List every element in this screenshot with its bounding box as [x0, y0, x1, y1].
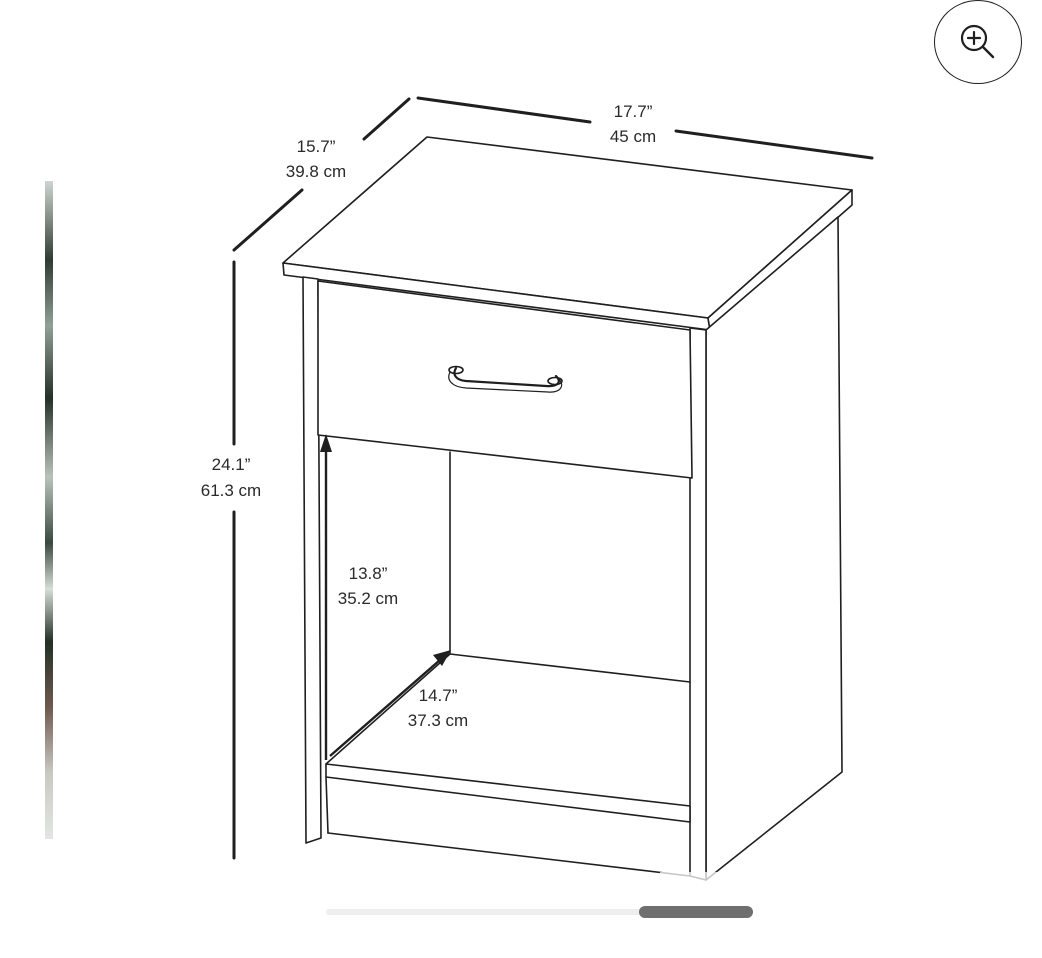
opening-depth-dimension-label: 14.7” 37.3 cm: [408, 686, 468, 730]
opening-height-imperial: 13.8”: [349, 564, 388, 583]
height-imperial: 24.1”: [212, 455, 251, 474]
nightstand-drawing: [282, 136, 853, 881]
width-metric: 45 cm: [610, 127, 656, 146]
opening-depth-metric: 37.3 cm: [408, 711, 468, 730]
opening-height-metric: 35.2 cm: [338, 589, 398, 608]
zoom-in-button[interactable]: [934, 0, 1022, 84]
opening-height-dimension-label: 13.8” 35.2 cm: [338, 564, 398, 608]
gallery-scroll-track[interactable]: [326, 909, 753, 915]
depth-dimension-label: 15.7” 39.8 cm: [286, 137, 346, 181]
width-dimension-label: 17.7” 45 cm: [610, 102, 656, 146]
zoom-in-icon: [960, 24, 995, 59]
gallery-scroll-thumb[interactable]: [639, 906, 753, 918]
width-imperial: 17.7”: [614, 102, 653, 121]
previous-image-thumbnail[interactable]: [45, 181, 53, 839]
height-metric: 61.3 cm: [201, 481, 261, 500]
opening-arrows: [320, 434, 451, 760]
dimension-lines: [232, 96, 874, 860]
opening-depth-imperial: 14.7”: [419, 686, 458, 705]
depth-imperial: 15.7”: [297, 137, 336, 156]
height-dimension-label: 24.1” 61.3 cm: [201, 455, 261, 500]
depth-metric: 39.8 cm: [286, 162, 346, 181]
